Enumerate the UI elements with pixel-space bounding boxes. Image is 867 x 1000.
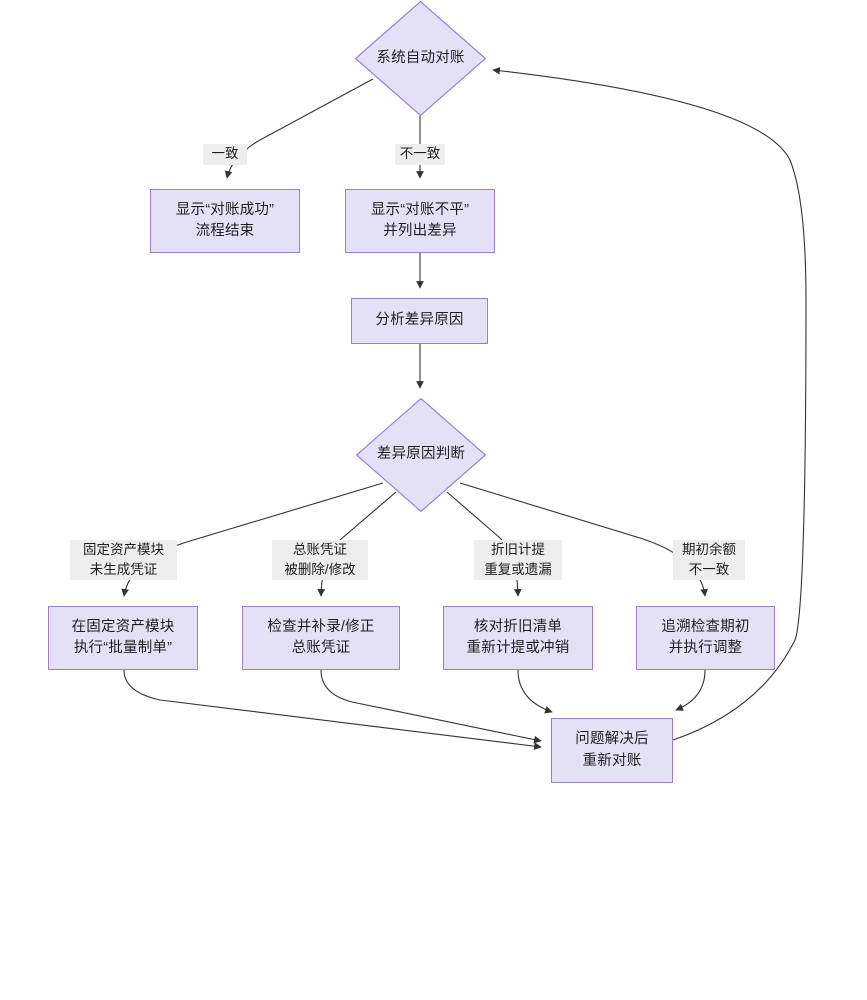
edge-label-opening-mismatch: 期初余额 不一致	[673, 540, 745, 580]
edge-label-match: 一致	[203, 144, 247, 165]
node-label: 追溯检查期初 并执行调整	[661, 618, 750, 656]
node-label: 在固定资产模块 执行“批量制单”	[71, 618, 175, 656]
edge-label-depreciation-dup: 折旧计提 重复或遗漏	[474, 540, 562, 580]
node-check-gl-voucher[interactable]: 检查并补录/修正 总账凭证	[242, 606, 400, 670]
node-cause-decision[interactable]: 差异原因判断	[356, 398, 486, 512]
edge-label-fa-no-voucher: 固定资产模块 未生成凭证	[70, 540, 177, 580]
node-label: 差异原因判断	[376, 446, 466, 463]
node-label: 显示“对账不平” 并列出差异	[370, 201, 470, 239]
node-show-imbalance[interactable]: 显示“对账不平” 并列出差异	[345, 189, 495, 253]
node-fa-batch-voucher[interactable]: 在固定资产模块 执行“批量制单”	[48, 606, 198, 670]
node-label: 显示“对账成功” 流程结束	[175, 201, 275, 239]
node-re-reconcile[interactable]: 问题解决后 重新对账	[551, 718, 673, 783]
edge-label-mismatch: 不一致	[395, 144, 445, 165]
edge-start-to-success	[224, 78, 374, 179]
node-start-reconcile[interactable]: 系统自动对账	[355, 1, 486, 116]
edge-label-gl-voucher-changed: 总账凭证 被删除/修改	[272, 540, 368, 580]
edge-opening-to-rerun	[675, 669, 706, 711]
edge-fa-to-rerun	[123, 669, 542, 750]
node-label: 核对折旧清单 重新计提或冲销	[466, 618, 570, 656]
diamond-shape	[355, 1, 486, 116]
node-label: 系统自动对账	[376, 49, 465, 66]
node-label: 问题解决后 重新对账	[575, 731, 649, 769]
edge-rerun-to-start	[492, 66, 807, 741]
edge-depreciation-to-rerun	[517, 669, 553, 714]
node-analyze-cause[interactable]: 分析差异原因	[351, 298, 488, 344]
diamond-shape	[356, 398, 486, 512]
node-label: 分析差异原因	[375, 312, 464, 329]
edge-gl-to-rerun	[320, 669, 542, 744]
node-trace-opening-balance[interactable]: 追溯检查期初 并执行调整	[636, 606, 775, 670]
node-success-end[interactable]: 显示“对账成功” 流程结束	[150, 189, 300, 253]
node-label: 检查并补录/修正 总账凭证	[267, 618, 375, 656]
node-check-depreciation[interactable]: 核对折旧清单 重新计提或冲销	[443, 606, 593, 670]
